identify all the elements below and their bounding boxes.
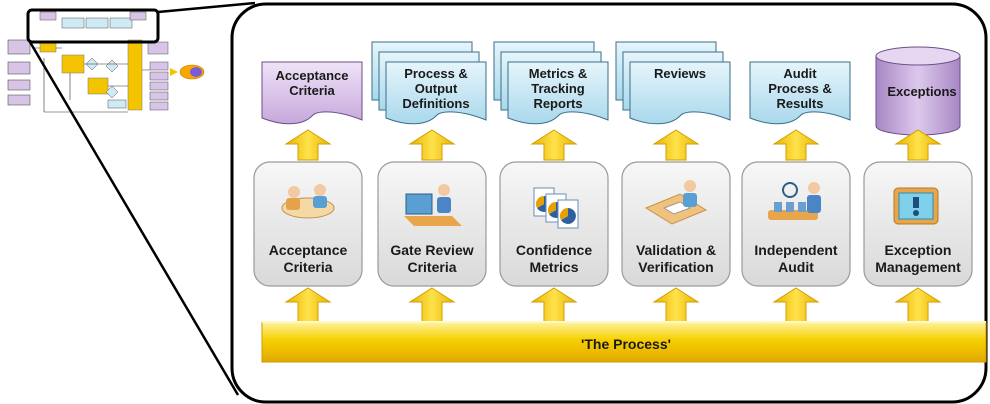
box-5 [741,161,851,287]
box-1 [253,161,363,287]
up-arrow-top-4 [652,129,700,161]
output-6 [875,46,961,136]
output-2 [371,41,487,125]
output-5 [749,61,851,125]
up-arrow-top-2 [408,129,456,161]
box-label-1: Acceptance Criteria [268,242,348,275]
box-label-4: Validation & Verification [635,242,717,275]
box-4 [621,161,731,287]
box-label-3: Confidence Metrics [515,242,593,275]
meeting-icon [281,184,335,219]
output-label-3: Metrics & Tracking Reports [528,66,588,111]
inspection-icon [768,182,821,220]
function-boxes [253,161,973,287]
up-arrow-top-5 [772,129,820,161]
output-label-1: Acceptance Criteria [275,68,349,98]
box-6 [863,161,973,287]
output-3 [493,41,609,125]
computer-user-icon [404,184,462,226]
output-documents [261,41,961,136]
desk-review-icon [644,180,708,225]
output-4 [615,41,731,125]
zoom-line-top [157,1,256,14]
output-label-6: Exceptions [887,84,957,99]
upward-arrows-top [284,129,942,161]
box-label-2: Gate Review Criteria [390,242,474,275]
output-1 [261,61,363,125]
up-arrow-top-3 [530,129,578,161]
process-bar [261,321,987,363]
pie-chart-documents-icon [533,187,579,229]
zoom-line-bottom [28,41,240,396]
box-label-6: Exception Management [875,242,961,275]
box-2 [377,161,487,287]
output-label-5: Audit Process & Results [768,66,832,111]
exclamation-screen-icon [893,187,939,225]
up-arrow-top-1 [284,129,332,161]
overview-thumbnail [7,8,205,113]
process-label: 'The Process' [581,336,671,352]
box-3 [499,161,609,287]
up-arrow-top-6 [894,129,942,161]
output-label-4: Reviews [653,66,707,81]
box-label-5: Independent Audit [754,242,838,275]
upward-arrows-bottom [284,287,942,323]
output-label-2: Process & Output Definitions [402,66,470,111]
